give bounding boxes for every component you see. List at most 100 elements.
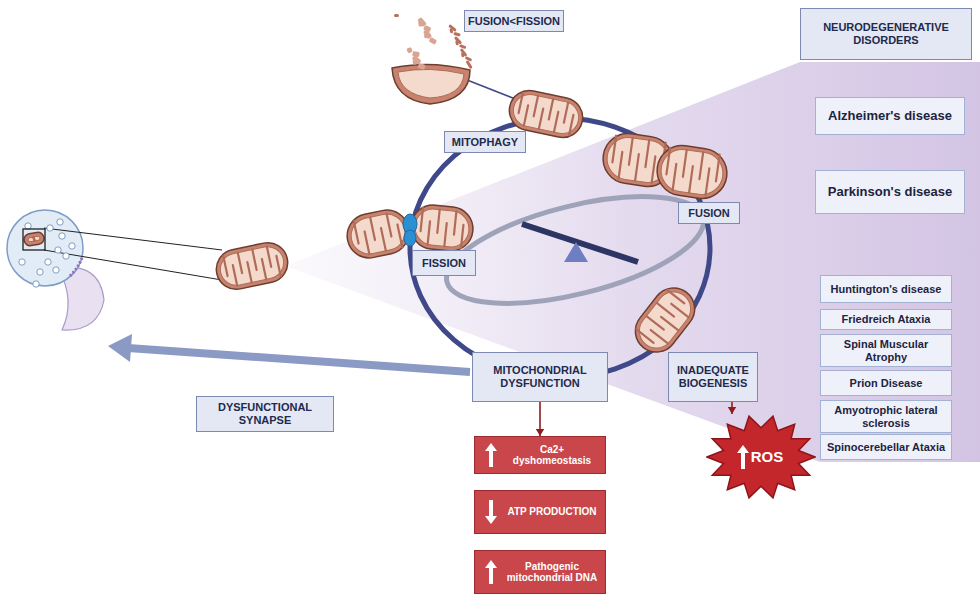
starburst-shape bbox=[707, 416, 815, 498]
crista bbox=[667, 290, 684, 304]
fragment bbox=[453, 32, 461, 37]
inner-space bbox=[413, 207, 470, 248]
connector bbox=[536, 402, 544, 436]
crista bbox=[33, 237, 36, 240]
inner-space bbox=[28, 236, 41, 242]
fragment bbox=[448, 24, 457, 32]
trend-arrow bbox=[484, 442, 498, 468]
crista bbox=[354, 221, 359, 244]
arrowhead bbox=[536, 429, 544, 436]
crista bbox=[651, 330, 668, 344]
trend-arrow-shape bbox=[485, 443, 497, 467]
disease-box: Amyotrophic lateral sclerosis bbox=[820, 400, 952, 433]
outer-membrane bbox=[213, 239, 292, 293]
mitochondrion bbox=[343, 206, 413, 262]
vesicle bbox=[63, 253, 69, 259]
crista bbox=[370, 217, 375, 240]
fragment bbox=[412, 51, 420, 57]
inner-space bbox=[510, 91, 581, 136]
process-box: MITOPHAGY bbox=[444, 131, 526, 153]
node-label: MITOPHAGY bbox=[452, 136, 518, 149]
crista bbox=[666, 148, 670, 175]
zoom-wedge bbox=[285, 62, 980, 462]
crista bbox=[612, 136, 616, 163]
crista bbox=[645, 140, 649, 167]
fragment bbox=[406, 47, 412, 53]
crista bbox=[428, 221, 430, 244]
trend-arrow bbox=[484, 559, 498, 585]
fragment bbox=[465, 60, 472, 69]
outer-membrane bbox=[409, 203, 475, 253]
zoom-frame bbox=[23, 229, 45, 250]
ros-burst: ROS bbox=[706, 414, 816, 500]
effect-box: Pathogenic mitochondrial DNA bbox=[474, 550, 606, 594]
process-box: MITOCHONDRIAL DYSFUNCTION bbox=[472, 352, 608, 402]
disease-box: Prion Disease bbox=[820, 370, 952, 396]
crista bbox=[683, 150, 687, 177]
synapse-arrow-shaft bbox=[128, 348, 470, 372]
fragmented-inner bbox=[398, 69, 464, 98]
effect-box: Ca2+ dyshomeostasis bbox=[474, 436, 606, 474]
vesicle bbox=[59, 233, 65, 239]
crista bbox=[524, 105, 528, 125]
outer-membrane bbox=[627, 279, 703, 360]
crista bbox=[397, 224, 402, 247]
crista bbox=[437, 210, 439, 233]
crista bbox=[635, 154, 639, 181]
fission-protein bbox=[404, 230, 416, 246]
crista bbox=[233, 265, 237, 285]
vesicle bbox=[19, 259, 25, 265]
trend-arrow-shape bbox=[485, 500, 497, 524]
fragment bbox=[454, 36, 462, 45]
disease-box: Spinocerebellar Ataxia bbox=[820, 434, 952, 460]
trend-arrow-shape bbox=[737, 445, 749, 469]
node-label: MITOCHONDRIAL DYSFUNCTION bbox=[478, 364, 602, 389]
crista bbox=[699, 152, 703, 179]
process-box: FUSION bbox=[678, 202, 740, 224]
disease-box: Huntington's disease bbox=[820, 275, 952, 303]
disease-box: Spinal Muscular Atrophy bbox=[820, 334, 952, 367]
fragment bbox=[423, 25, 431, 32]
node-label: Spinal Muscular Atrophy bbox=[826, 338, 946, 363]
process-box: FISSION bbox=[412, 250, 476, 276]
mitochondrion bbox=[654, 142, 730, 201]
synaptic-density bbox=[70, 258, 82, 276]
node-label: NEURODEGENERATIVE DISORDERS bbox=[806, 21, 966, 46]
synapse-arrow-head bbox=[108, 334, 132, 362]
zoom-leader bbox=[44, 250, 222, 280]
outer-membrane bbox=[23, 231, 45, 246]
fragmented-mitochondrion bbox=[392, 64, 470, 104]
seesaw-fulcrum bbox=[564, 242, 588, 262]
fragment bbox=[429, 37, 438, 45]
mitochondrion bbox=[23, 231, 45, 246]
node-label: Ca2+ dyshomeostasis bbox=[505, 444, 599, 467]
node-label: Alzheimer's disease bbox=[828, 109, 952, 124]
arrowhead bbox=[728, 407, 736, 414]
crista bbox=[33, 238, 36, 241]
fragment bbox=[465, 56, 473, 62]
trend-arrow-shape bbox=[485, 560, 497, 584]
crista bbox=[252, 250, 256, 270]
outer-membrane bbox=[343, 206, 413, 262]
crista bbox=[539, 109, 543, 129]
presynaptic-terminal bbox=[7, 210, 83, 286]
process-box: FUSION<FISSION bbox=[464, 10, 564, 32]
fragment bbox=[459, 44, 467, 49]
mitochondrion bbox=[627, 279, 703, 360]
crista bbox=[629, 138, 633, 165]
node-label: FUSION<FISSION bbox=[468, 15, 560, 28]
crista bbox=[276, 256, 280, 276]
node-label: Amyotrophic lateral sclerosis bbox=[826, 404, 946, 429]
node-label: Pathogenic mitochondrial DNA bbox=[505, 561, 599, 584]
node-label: ATP PRODUCTION bbox=[507, 506, 596, 518]
vesicle bbox=[57, 219, 63, 225]
crista bbox=[454, 211, 456, 234]
vesicle bbox=[47, 225, 53, 231]
crista bbox=[381, 228, 386, 251]
vesicle bbox=[69, 243, 75, 249]
inner-space bbox=[633, 285, 698, 355]
crista bbox=[564, 102, 568, 122]
zoom-leader bbox=[44, 228, 222, 250]
crista bbox=[238, 253, 242, 273]
